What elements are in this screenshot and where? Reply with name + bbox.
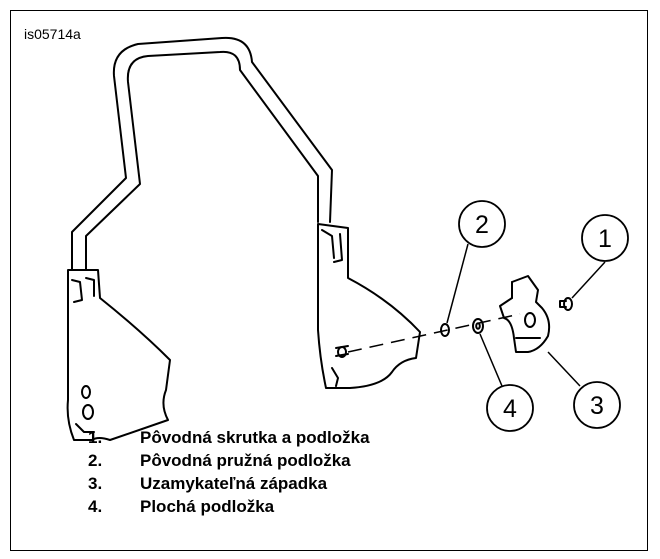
backrest-frame-tube — [71, 36, 333, 271]
locking-latch-part — [499, 275, 551, 353]
spring-washer-part — [440, 323, 450, 337]
callout-label-3: 3 — [590, 392, 604, 420]
assembly-axis-line — [347, 313, 521, 353]
figure-id: is05714a — [24, 26, 81, 42]
callout-label-4: 4 — [503, 395, 517, 423]
leader-line-3 — [547, 351, 581, 387]
legend-number: 4. — [88, 497, 103, 516]
right-side-plate — [317, 223, 421, 389]
legend-label: Pôvodná skrutka a podložka — [140, 428, 370, 447]
figure-frame — [10, 10, 648, 551]
flat-washer-part — [472, 318, 484, 334]
legend-number: 3. — [88, 474, 103, 493]
callout-circle-1 — [581, 214, 629, 262]
callout-circle-2 — [458, 200, 506, 248]
bolt-part — [559, 297, 573, 311]
callout-label-1: 1 — [598, 225, 612, 253]
leader-line-4 — [479, 333, 503, 387]
legend-number: 2. — [88, 451, 103, 470]
callout-circle-4 — [486, 384, 534, 432]
callout-circle-3 — [573, 381, 621, 429]
callout-label-2: 2 — [475, 211, 489, 239]
legend-label: Uzamykateľná západka — [140, 474, 328, 493]
legend-number: 1. — [88, 428, 103, 447]
leader-line-1 — [571, 261, 606, 299]
left-side-plate — [66, 269, 171, 441]
legend-label: Pôvodná pružná podložka — [140, 451, 351, 470]
leader-line-2 — [446, 243, 469, 324]
legend-label: Plochá podložka — [140, 497, 275, 516]
